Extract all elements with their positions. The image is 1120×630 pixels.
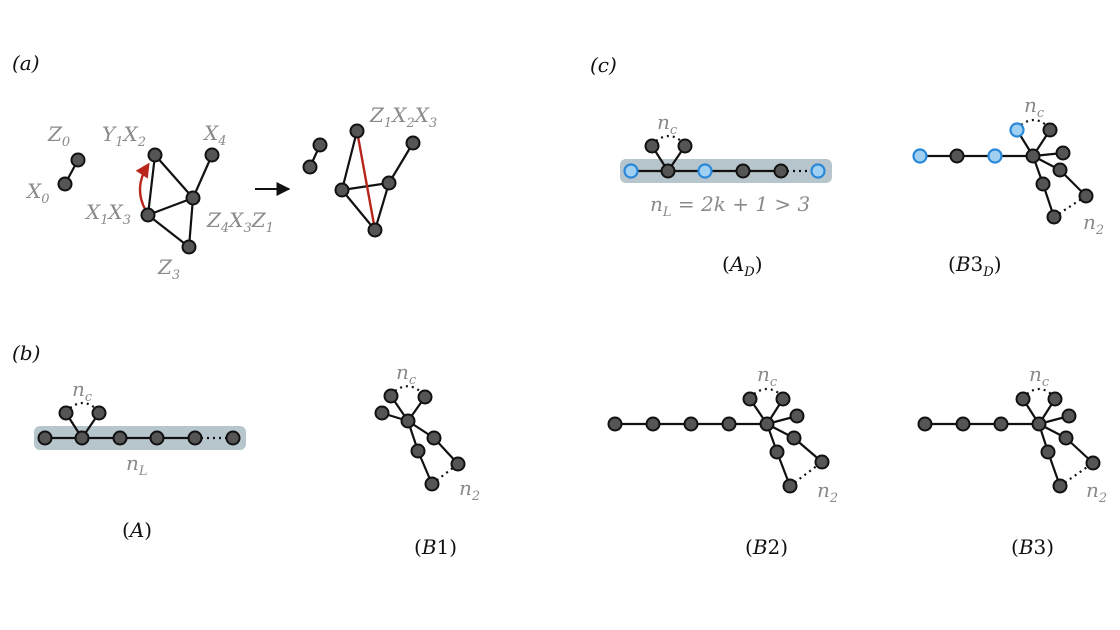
- label-z0: Z0: [47, 122, 70, 150]
- label-z3: Z3: [157, 255, 180, 283]
- label-n2-B1: n2: [459, 476, 480, 504]
- graph-B1: [374, 385, 466, 492]
- caption-B3D: (B3D): [948, 252, 1002, 280]
- panel-a-graph-after: [302, 123, 421, 238]
- panel-label-c: (c): [590, 53, 617, 77]
- label-x0: X0: [25, 179, 50, 207]
- label-nc-B2: nc: [757, 362, 778, 390]
- label-x4: X4: [202, 121, 227, 149]
- label-n2-B3D: n2: [1083, 210, 1104, 238]
- caption-B3: (B3): [1011, 535, 1054, 559]
- panel-a-graph-before: [57, 147, 220, 255]
- caption-A: (A): [122, 518, 152, 542]
- panel-label-a: (a): [12, 51, 40, 75]
- label-n2-B3: n2: [1086, 478, 1107, 506]
- label-nL-A: nL: [126, 451, 148, 479]
- label-nc-B3D: nc: [1024, 93, 1045, 121]
- caption-B2: (B2): [745, 535, 788, 559]
- local-complement-arrow: [135, 162, 150, 212]
- label-nc-B3: nc: [1029, 362, 1050, 390]
- graph-B3D: [912, 118, 1094, 225]
- label-n2-B2: n2: [817, 478, 838, 506]
- label-nc-AD: nc: [657, 110, 678, 138]
- graph-B2: [607, 387, 830, 494]
- label-x1x3: X1X3: [84, 200, 131, 228]
- label-y1x2: Y1X2: [102, 122, 146, 150]
- graph-AD: [623, 134, 826, 179]
- caption-AD: (AD): [722, 252, 763, 280]
- label-z1x2x3: Z1X2X3: [369, 103, 437, 131]
- label-nL-eq: nL = 2k + 1 > 3: [650, 192, 810, 220]
- caption-B1: (B1): [414, 535, 457, 559]
- label-nc-B1: nc: [396, 360, 417, 388]
- label-z4x3z1: Z4X3Z1: [206, 208, 274, 236]
- panel-label-b: (b): [12, 341, 40, 365]
- label-nc-A: nc: [72, 377, 93, 405]
- graph-B3: [917, 387, 1101, 494]
- graph-A: [37, 401, 241, 446]
